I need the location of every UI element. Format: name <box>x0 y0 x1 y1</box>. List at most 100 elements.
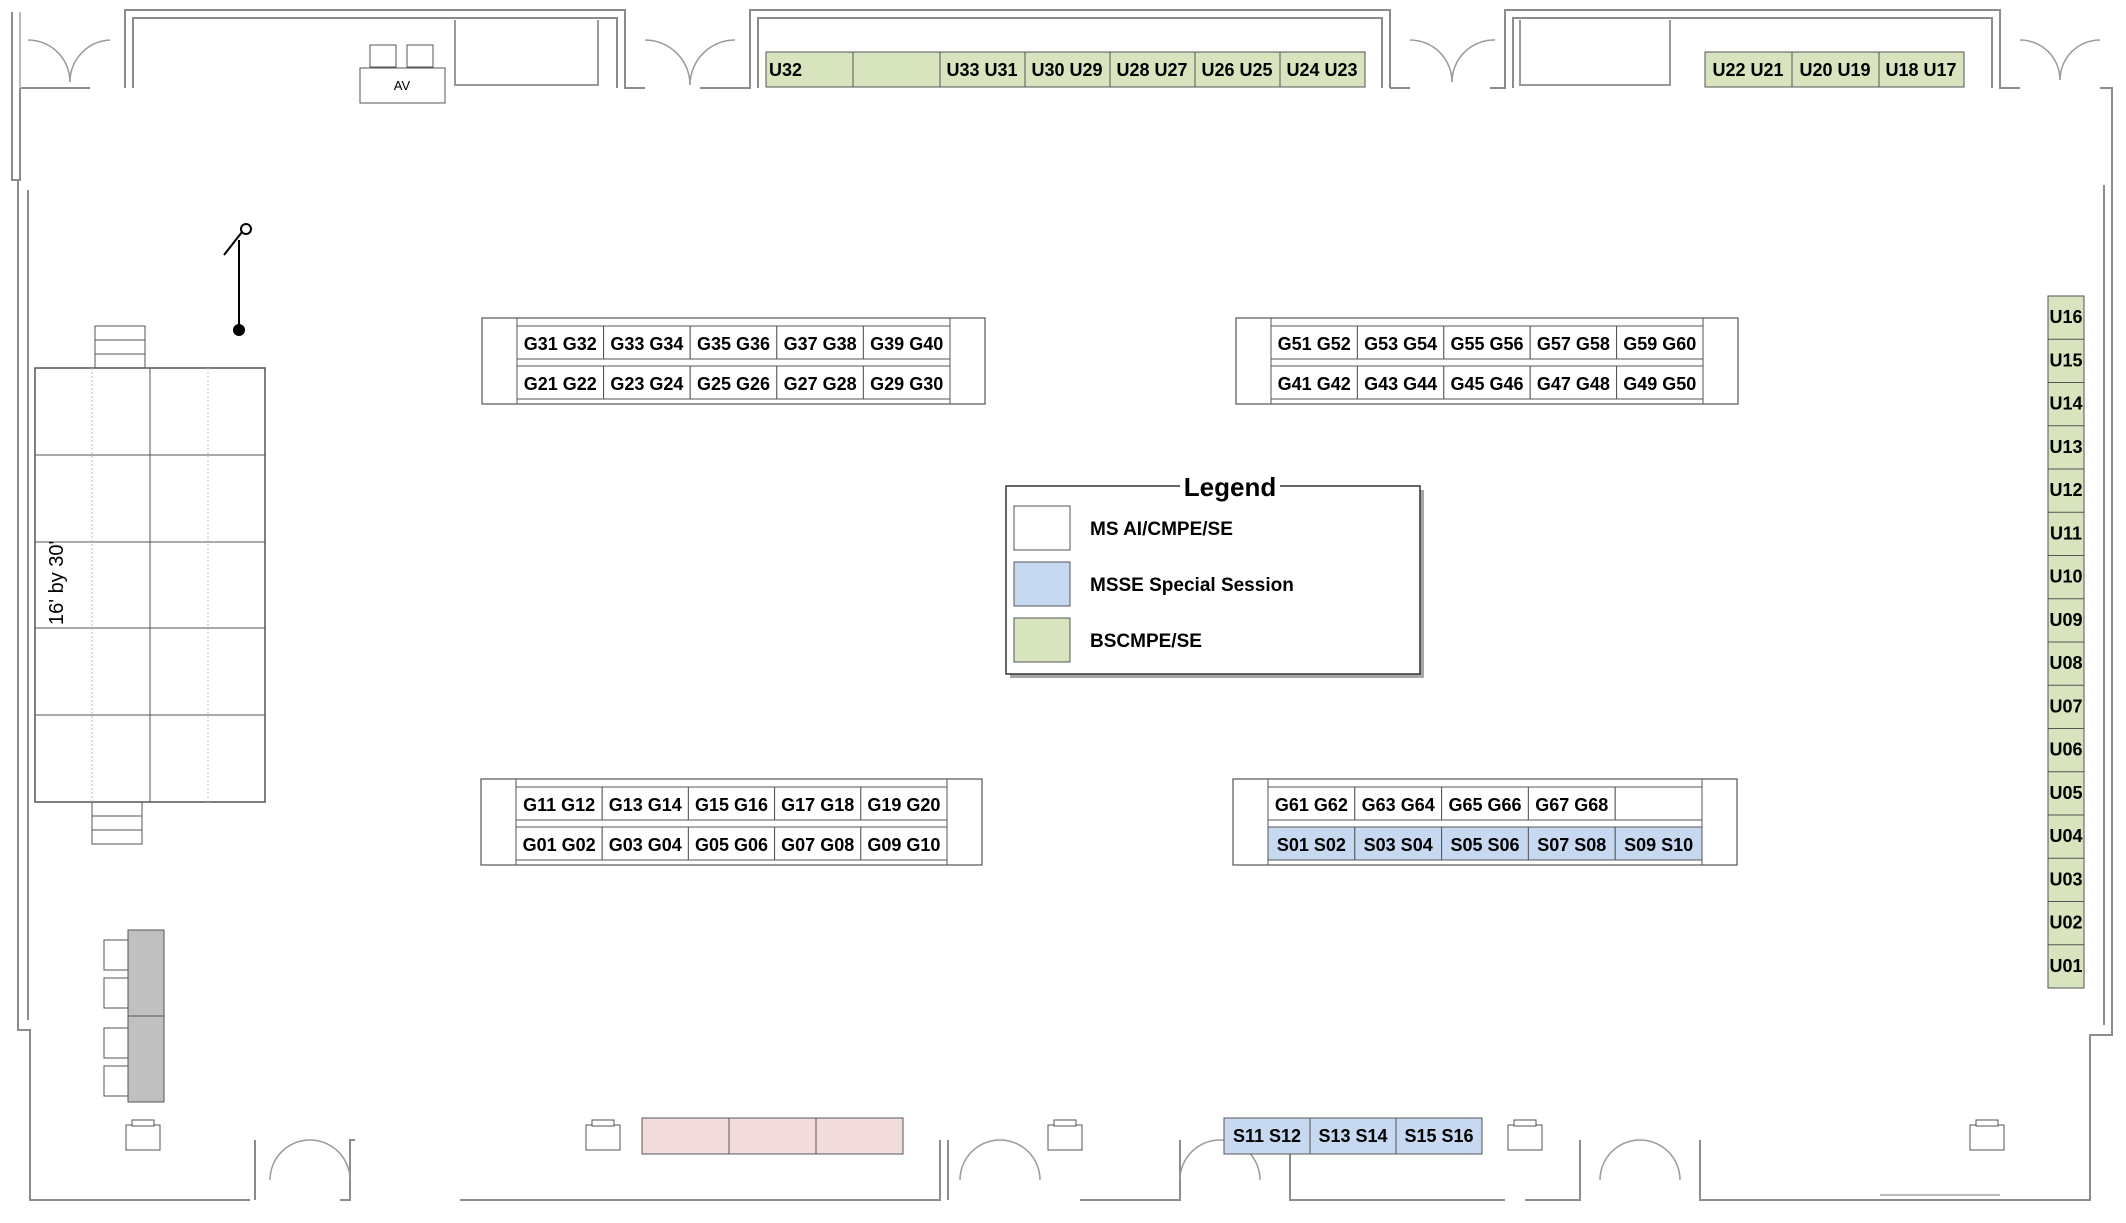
svg-text:S01 S02: S01 S02 <box>1277 835 1346 855</box>
svg-text:S15 S16: S15 S16 <box>1404 1126 1473 1146</box>
legend-label-msse: MSSE Special Session <box>1090 575 1294 596</box>
top-booths-left: U32 U33 U31 U30 U29 U28 U27 U26 U25 U24 … <box>765 51 1366 88</box>
svg-text:U01: U01 <box>2049 956 2082 976</box>
table-cell: G35 G36 <box>689 325 778 360</box>
svg-text:U15: U15 <box>2049 350 2082 370</box>
svg-text:U10: U10 <box>2049 567 2082 587</box>
svg-text:G37 G38: G37 G38 <box>784 334 857 354</box>
booth-cell: S11 S12 <box>1223 1117 1311 1155</box>
table-cell: G59 G60 <box>1616 325 1704 360</box>
svg-text:U03: U03 <box>2049 869 2082 889</box>
svg-text:G01 G02: G01 G02 <box>523 835 596 855</box>
svg-text:G25 G26: G25 G26 <box>697 374 770 394</box>
table-cell: G01 G02 <box>515 826 603 861</box>
svg-text:G49 G50: G49 G50 <box>1623 374 1696 394</box>
pink-tables <box>641 1117 904 1155</box>
booth-cell: U10 <box>2048 555 2084 587</box>
legend-label-ms: MS AI/CMPE/SE <box>1090 519 1233 540</box>
svg-text:S05 S06: S05 S06 <box>1450 835 1519 855</box>
svg-text:G57 G58: G57 G58 <box>1537 334 1610 354</box>
svg-text:G47 G48: G47 G48 <box>1537 374 1610 394</box>
table-cell: G13 G14 <box>601 786 689 821</box>
equipment-cart <box>103 929 165 1103</box>
table-cell: G05 G06 <box>687 826 776 861</box>
table-cell: G57 G58 <box>1529 325 1618 360</box>
svg-text:G17 G18: G17 G18 <box>781 795 854 815</box>
svg-text:S07 S08: S07 S08 <box>1537 835 1606 855</box>
table-cell <box>1614 786 1703 821</box>
table-cell: G51 G52 <box>1270 325 1358 360</box>
svg-text:G05 G06: G05 G06 <box>695 835 768 855</box>
svg-text:U20 U19: U20 U19 <box>1799 60 1870 80</box>
svg-text:G31 G32: G31 G32 <box>524 334 597 354</box>
svg-text:U13: U13 <box>2049 437 2082 457</box>
booth-cell: U13 <box>2048 425 2084 457</box>
svg-text:U18 U17: U18 U17 <box>1885 60 1956 80</box>
svg-text:U02: U02 <box>2049 913 2082 933</box>
svg-text:G23 G24: G23 G24 <box>610 374 683 394</box>
right-booths: U16U15U14U13U12U11U10U09U08U07U06U05U04U… <box>2047 295 2085 989</box>
booth-cell: U28 U27 <box>1109 51 1196 88</box>
svg-text:G11 G12: G11 G12 <box>523 795 595 815</box>
svg-text:G07 G08: G07 G08 <box>781 835 854 855</box>
svg-text:G55 G56: G55 G56 <box>1450 334 1523 354</box>
table-cell: G41 G42 <box>1270 365 1358 400</box>
svg-text:U09: U09 <box>2049 610 2082 630</box>
svg-text:U32: U32 <box>769 60 802 80</box>
svg-text:G03 G04: G03 G04 <box>609 835 682 855</box>
booth-cell: U14 <box>2048 382 2084 414</box>
booth-cell: U07 <box>2048 684 2084 716</box>
booth-cell <box>852 51 941 88</box>
svg-text:U06: U06 <box>2049 740 2082 760</box>
booth-cell: U30 U29 <box>1024 51 1111 88</box>
table-cell: S07 S08 <box>1527 826 1616 861</box>
svg-text:U26 U25: U26 U25 <box>1201 60 1272 80</box>
svg-text:S03 S04: S03 S04 <box>1364 835 1433 855</box>
top-booths-right: U22 U21 U20 U19 U18 U17 <box>1704 51 1965 88</box>
svg-text:U08: U08 <box>2049 653 2082 673</box>
legend-swatch-msse <box>1013 561 1071 607</box>
svg-text:U28 U27: U28 U27 <box>1116 60 1187 80</box>
table-cell: G33 G34 <box>603 325 691 360</box>
booth-cell: U16 <box>2048 295 2084 327</box>
room-walls <box>11 9 2113 1201</box>
svg-text:G41 G42: G41 G42 <box>1278 374 1351 394</box>
microphone-icon <box>223 223 252 336</box>
table-cell: G27 G28 <box>776 365 864 400</box>
svg-text:U22 U21: U22 U21 <box>1712 60 1783 80</box>
booth-cell: U18 U17 <box>1878 51 1965 88</box>
booth-cell: S15 S16 <box>1395 1117 1483 1155</box>
table-cell: G49 G50 <box>1616 365 1704 400</box>
svg-text:U05: U05 <box>2049 783 2082 803</box>
svg-text:G53 G54: G53 G54 <box>1364 334 1437 354</box>
table-cell: G37 G38 <box>776 325 864 360</box>
table-cell: G23 G24 <box>603 365 691 400</box>
svg-text:G29 G30: G29 G30 <box>870 374 943 394</box>
table-cell: G53 G54 <box>1356 325 1445 360</box>
svg-text:G51 G52: G51 G52 <box>1278 334 1351 354</box>
table-cell: G29 G30 <box>862 365 951 400</box>
table-cell: S05 S06 <box>1441 826 1529 861</box>
booth-cell: U05 <box>2048 771 2084 803</box>
svg-text:G13 G14: G13 G14 <box>609 795 682 815</box>
svg-text:S13 S14: S13 S14 <box>1318 1126 1387 1146</box>
table-cell: G03 G04 <box>601 826 689 861</box>
booth-cell: U22 U21 <box>1704 51 1793 88</box>
table-cell: G25 G26 <box>689 365 778 400</box>
legend-swatch-bs <box>1013 617 1071 663</box>
booth-cell: U20 U19 <box>1791 51 1880 88</box>
table-cell: S01 S02 <box>1267 826 1356 861</box>
svg-text:G61 G62: G61 G62 <box>1275 795 1348 815</box>
table-cell: G65 G66 <box>1441 786 1529 821</box>
table-cell: G21 G22 <box>516 365 605 400</box>
svg-text:G59 G60: G59 G60 <box>1623 334 1696 354</box>
table-cell: G39 G40 <box>862 325 951 360</box>
av-booth: AV <box>359 44 446 104</box>
svg-text:G15 G16: G15 G16 <box>695 795 768 815</box>
table-cell: G31 G32 <box>516 325 605 360</box>
booth-cell: U04 <box>2048 814 2084 846</box>
svg-text:U11: U11 <box>2050 523 2082 543</box>
booth-cell: U03 <box>2048 857 2084 889</box>
table-cell: G09 G10 <box>860 826 948 861</box>
